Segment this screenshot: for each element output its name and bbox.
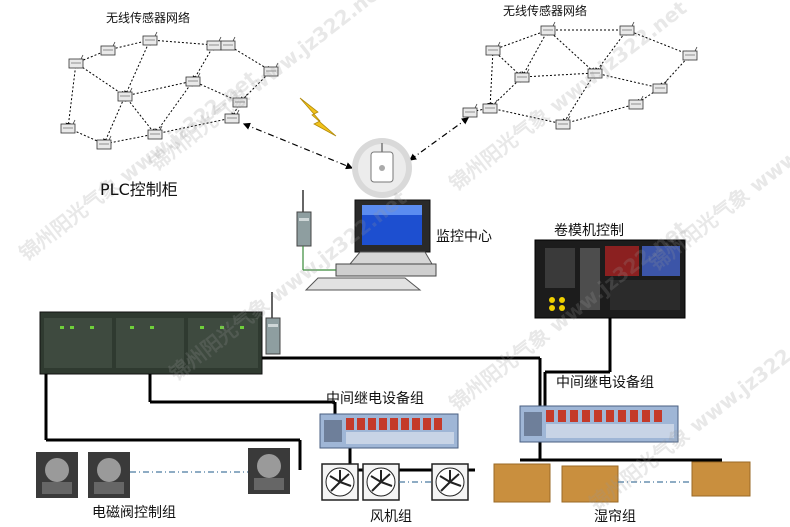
fan-icons [321, 463, 469, 501]
wsn-left-label: 无线传感器网络 [106, 11, 191, 25]
wsn-left-nodes [60, 31, 279, 150]
radio-module-icon [296, 190, 312, 247]
relay-group-left-icon [319, 413, 459, 449]
relay-group-left-label: 中间继电设备组 [326, 391, 424, 407]
wet-curtain-icons [493, 461, 751, 503]
wsn-right-label: 无线传感器网络 [503, 4, 588, 18]
solenoid-valve-icons [36, 448, 290, 498]
lightning-bolt-icon [299, 97, 337, 137]
winch-controller-icon [534, 239, 686, 319]
relay-group-right-icon [519, 405, 679, 443]
relay-group-right-label: 中间继电设备组 [556, 375, 654, 391]
wiring [44, 318, 722, 472]
plc-cabinet-icon [39, 311, 263, 375]
winch-control-label: 卷模机控制 [554, 223, 624, 239]
curtain-group-label: 湿帘组 [594, 509, 636, 525]
wsn-right-nodes [462, 21, 698, 130]
plc-cabinet-label: PLC控制柜 [100, 180, 178, 199]
radio-module-icon [265, 292, 281, 355]
computer-icon [302, 199, 437, 291]
gateway-links [242, 117, 469, 170]
fan-group-label: 风机组 [370, 509, 412, 525]
wsn-left [65, 37, 272, 146]
valve-group-label: 电磁阀控制组 [92, 505, 176, 521]
monitor-center-label: 监控中心 [436, 229, 492, 245]
wsn-right [469, 27, 691, 126]
gateway-icon [352, 138, 412, 198]
